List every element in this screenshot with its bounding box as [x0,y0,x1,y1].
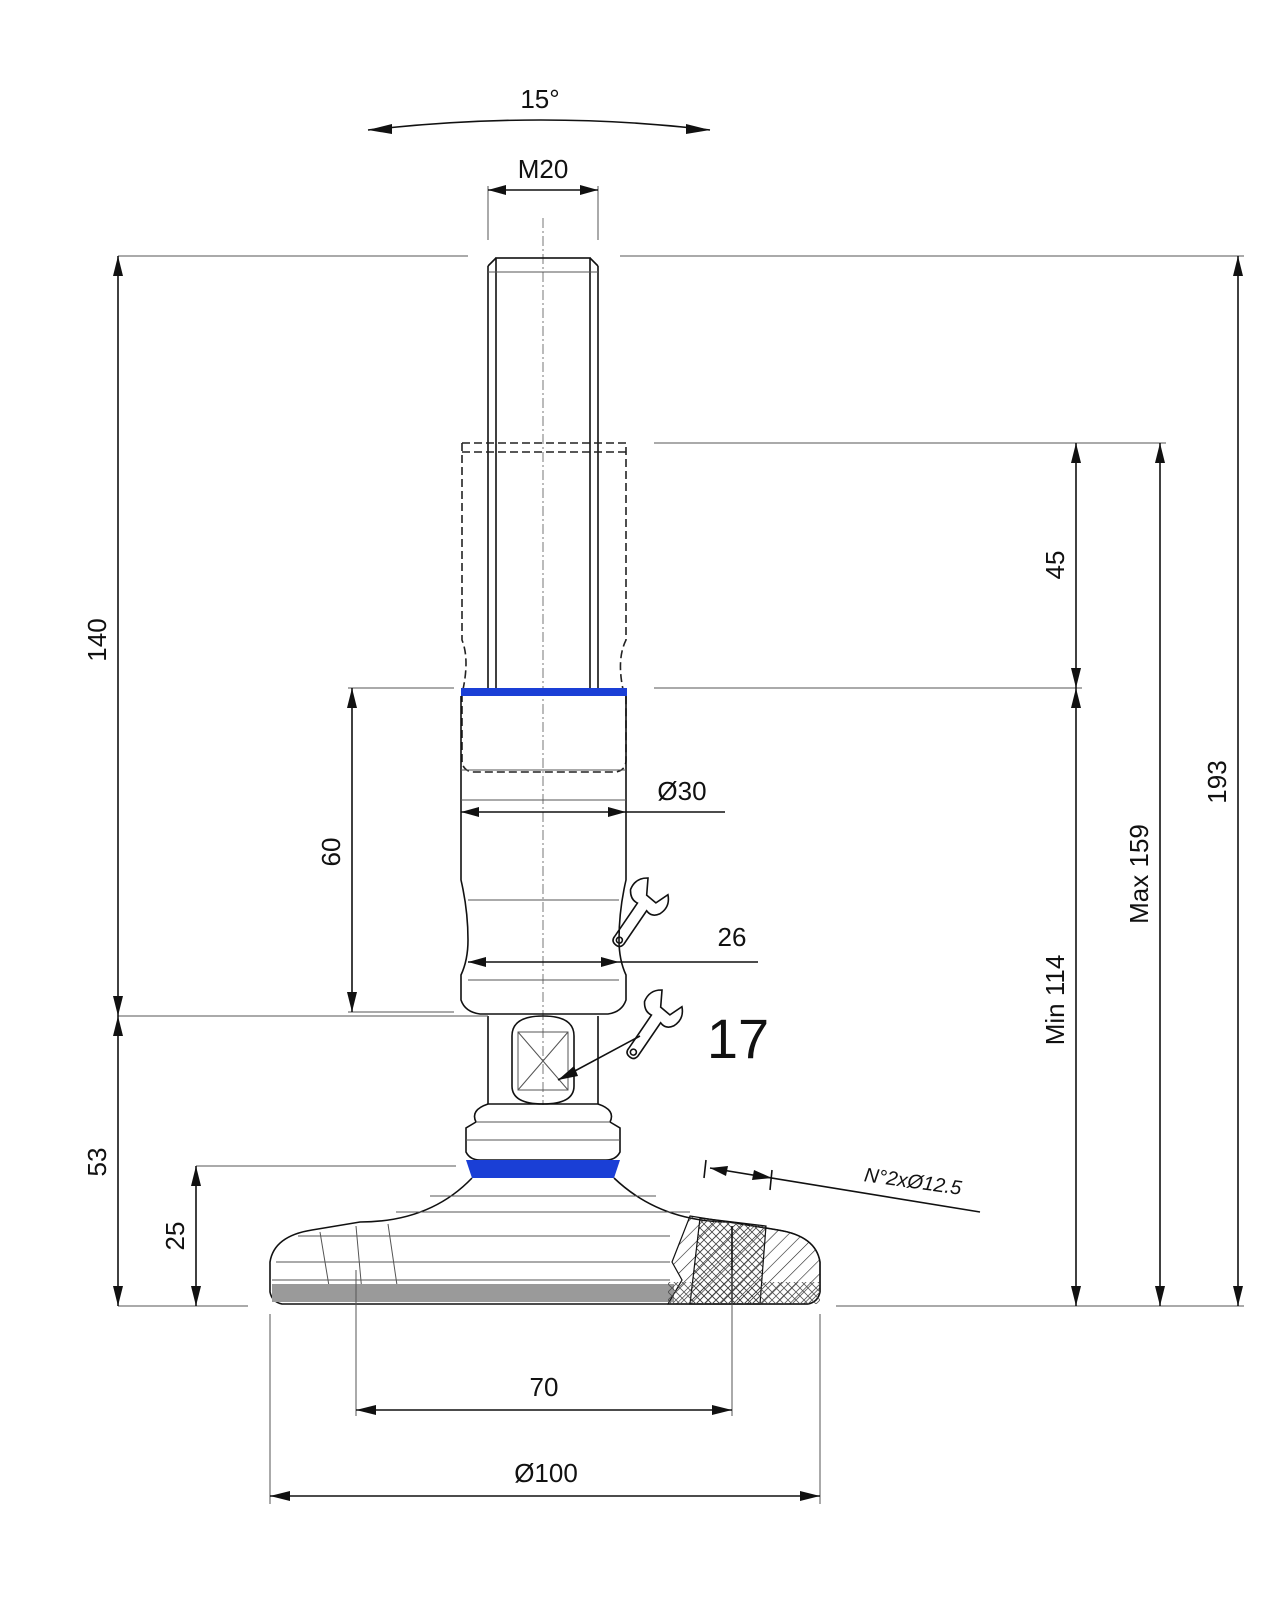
height-140-label: 140 [82,618,112,661]
blue-ring-top [461,688,627,696]
pad-cross-hatch [668,1282,820,1304]
base-plate [269,1177,821,1305]
spacing-70-dimension: 70 [356,1372,732,1415]
diameter-100-label: Ø100 [514,1458,578,1488]
thread-dimension: M20 [487,154,599,240]
min-114-label: Min 114 [1040,955,1070,1046]
wrench-17-label: 17 [707,1007,769,1070]
holes-callout: N°2xØ12.5 [703,1159,981,1213]
min-114-dimension: Min 114 [1040,688,1081,1306]
wrench-icon [626,989,684,1060]
height-25-dimension: 25 [160,1166,201,1306]
thread-label: M20 [518,154,569,184]
max-159-label: Max 159 [1124,824,1154,924]
height-25-label: 25 [160,1222,190,1251]
wrench-icon [612,877,670,948]
total-193-label: 193 [1202,760,1232,803]
diameter-30-dimension: Ø30 [461,776,725,817]
height-60-label: 60 [316,838,346,867]
rubber-pad [272,1284,674,1302]
extension-lines [118,255,1244,1504]
height-53-dimension: 53 [82,1016,123,1306]
diameter-30-label: Ø30 [657,776,706,806]
wrench-26-callout: 26 [468,877,758,967]
wrench-17-callout: 17 [557,989,769,1081]
height-60-dimension: 60 [316,688,357,1012]
sleeve-body [460,696,627,1015]
neck-flats [487,1015,599,1105]
tilt-angle-dimension: 15° [367,84,711,134]
height-53-label: 53 [82,1148,112,1177]
max-159-dimension: Max 159 [1124,443,1165,1306]
spacing-70-label: 70 [530,1372,559,1402]
stroke-45-dimension: 45 [1040,443,1081,688]
diameter-100-dimension: Ø100 [270,1458,820,1501]
ball-collar [465,1103,621,1161]
stroke-45-label: 45 [1040,551,1070,580]
total-193-dimension: 193 [1202,256,1243,1306]
wrench-26-label: 26 [718,922,747,952]
tilt-angle-label: 15° [520,84,559,114]
hidden-body-max-position [461,442,627,773]
blue-ring-base [466,1160,620,1178]
height-140-dimension: 140 [82,256,123,1016]
